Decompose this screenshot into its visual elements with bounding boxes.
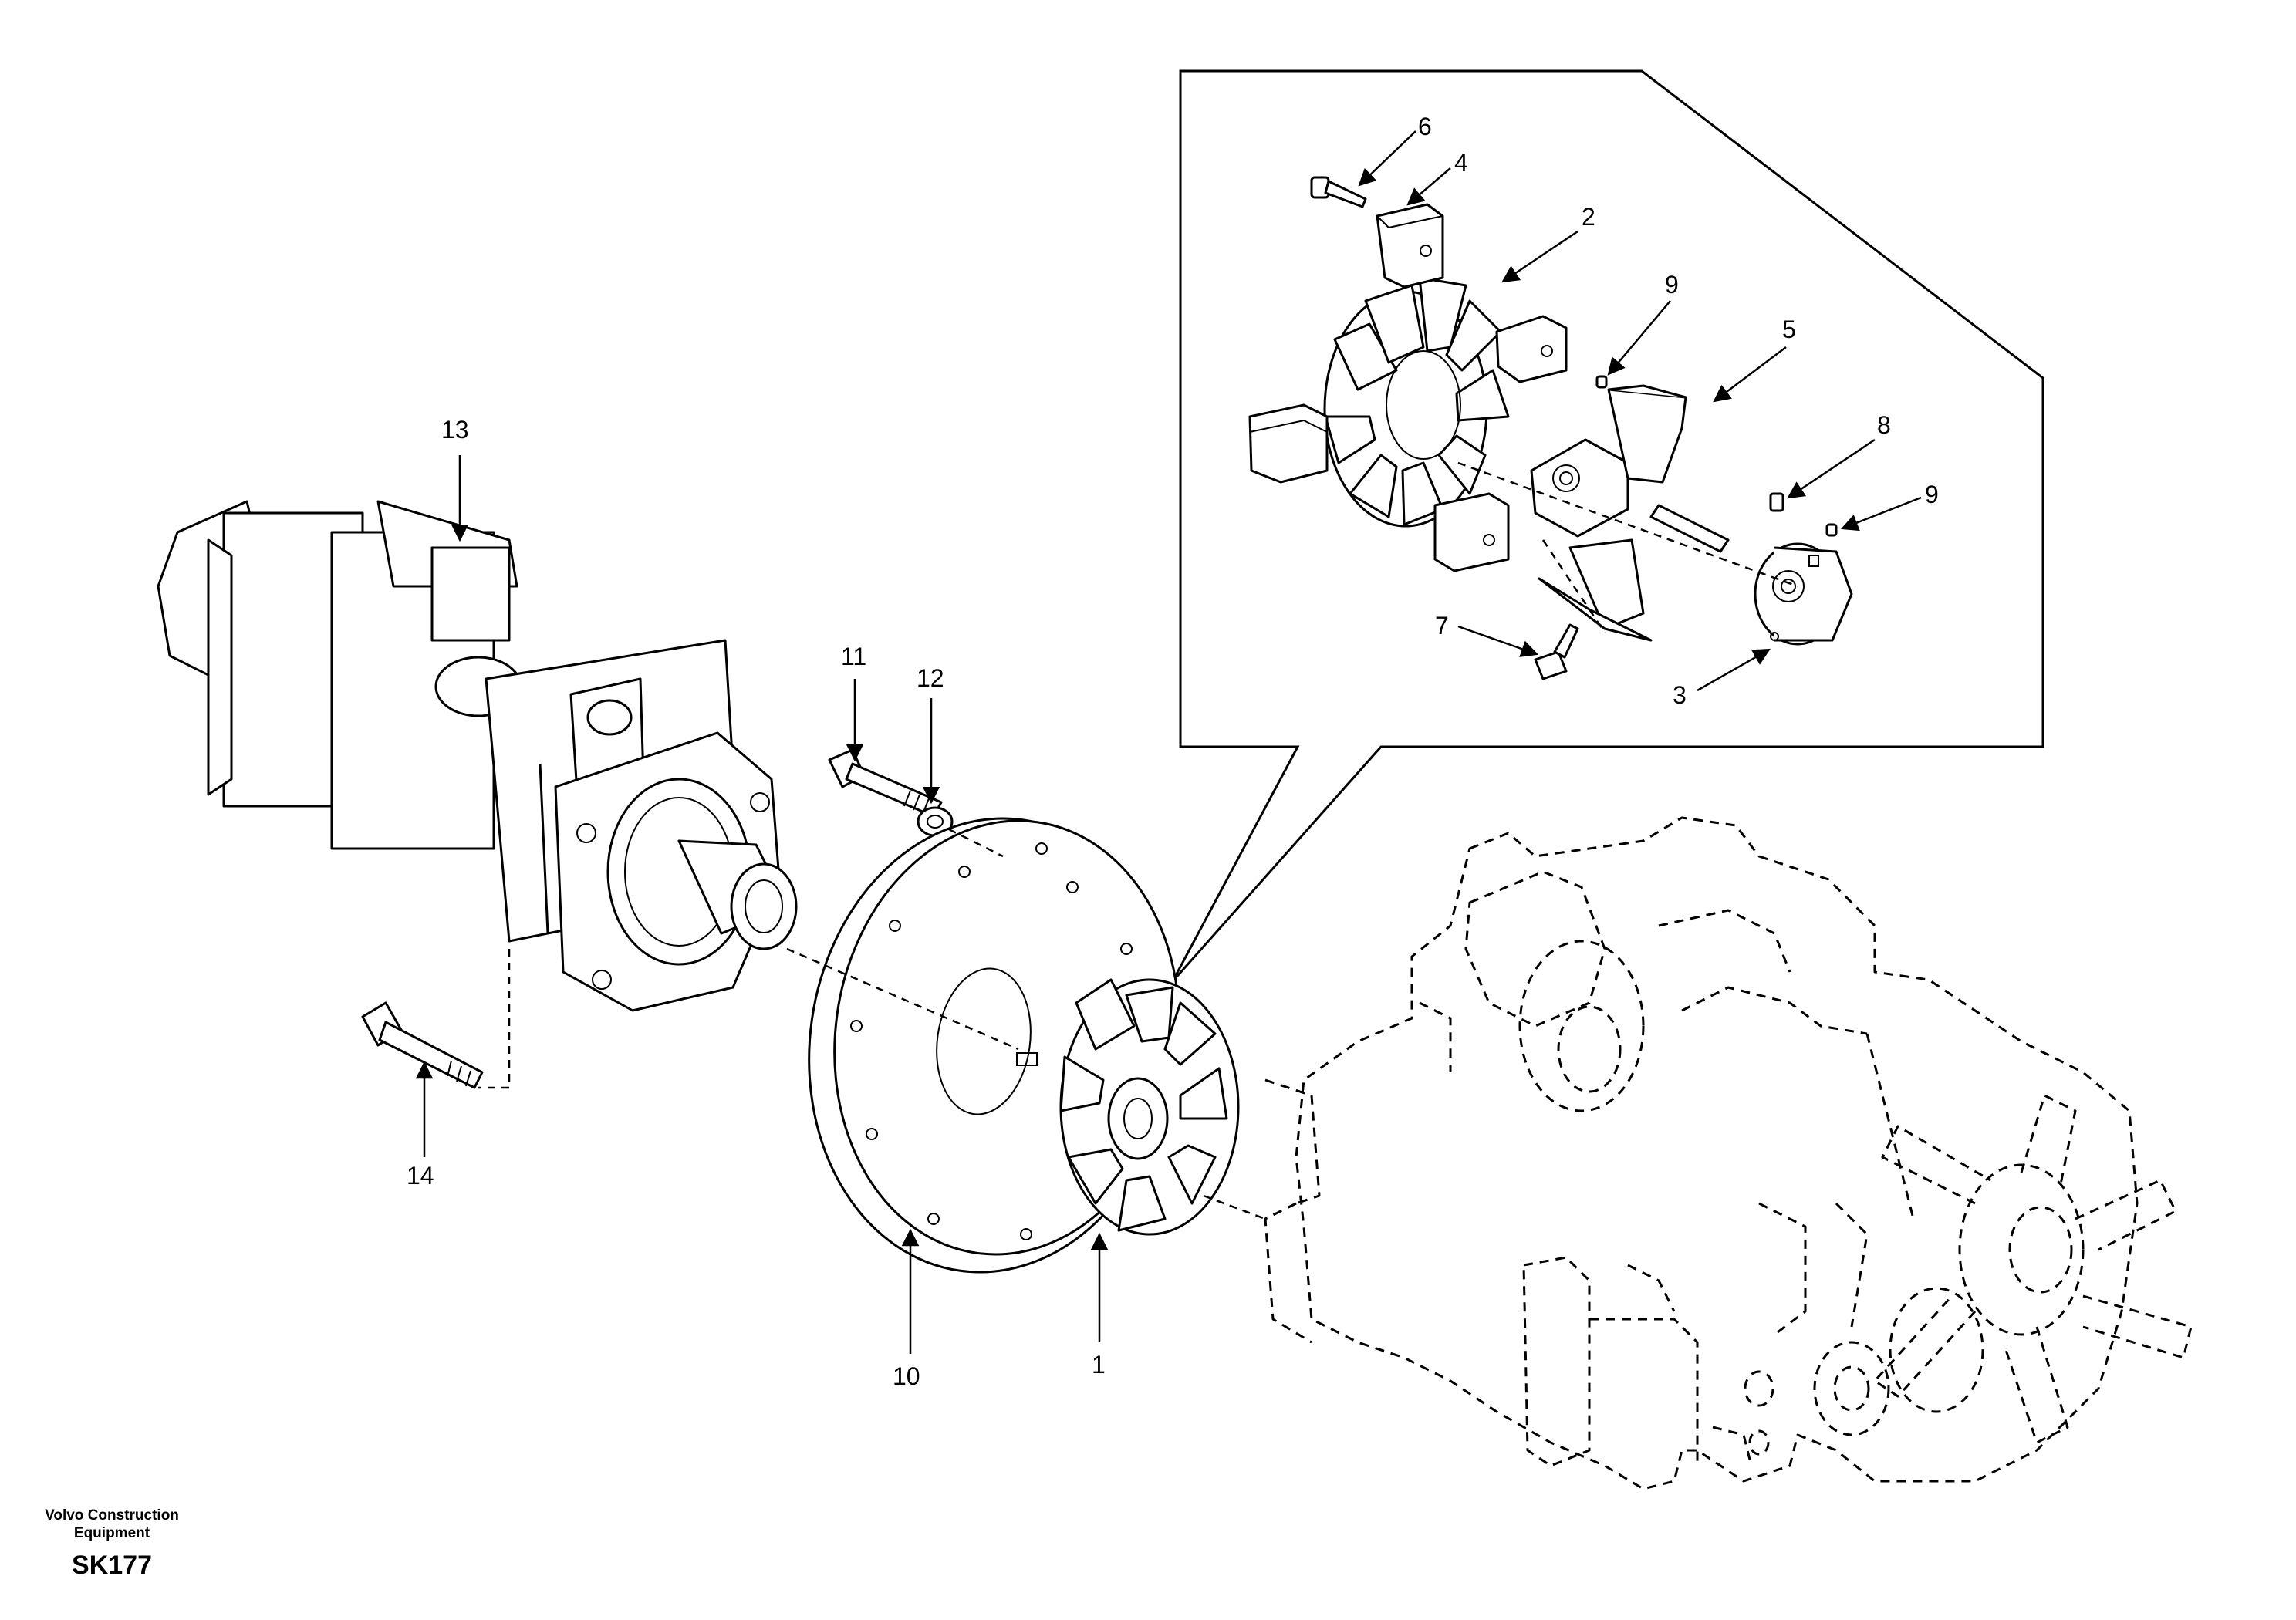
hydraulic-pump-13: [157, 500, 798, 1012]
detail-axis-line-2: [1541, 539, 1606, 633]
bolt-part-7: [1534, 623, 1579, 680]
key-piece: [1649, 504, 1730, 553]
claw-part-bottom: [1433, 492, 1510, 572]
main-axis-line: [786, 947, 1019, 1051]
brand-line-2: Equipment: [74, 1525, 150, 1541]
leader-3: [1697, 648, 1771, 692]
coupling-element-detail: [1323, 276, 1510, 528]
drawing-code: SK177: [72, 1551, 152, 1580]
callout-8: 8: [1877, 411, 1891, 439]
claw-part-left: [1248, 403, 1329, 484]
coupling-part-1: [1016, 978, 1240, 1236]
callout-5: 5: [1782, 316, 1796, 343]
leader-8: [1787, 438, 1876, 499]
hub-part-3: [1754, 542, 1853, 646]
leader-4: [1406, 167, 1451, 206]
callout-12: 12: [917, 664, 944, 692]
callout-14: 14: [407, 1162, 434, 1190]
setscrew-part-8: [1769, 492, 1784, 512]
callout-4: 4: [1454, 149, 1468, 177]
main-axis-line-2: [1203, 1194, 1266, 1220]
callout-13: 13: [441, 416, 469, 444]
cone-part-5: [1607, 384, 1687, 484]
callout-9-right: 9: [1925, 481, 1939, 508]
callout-11: 11: [841, 643, 866, 670]
detail-axis-line: [1457, 461, 1798, 588]
bolt-part-11: [828, 748, 943, 818]
screw-part-9-mid: [1595, 375, 1608, 389]
callout-3: 3: [1673, 681, 1687, 709]
callout-6: 6: [1418, 113, 1432, 140]
cone-part-lower: [1538, 538, 1653, 642]
bolt-11-axis: [948, 828, 1004, 858]
detail-callout-frame: [1171, 69, 2044, 982]
leader-5: [1713, 346, 1787, 403]
callout-2: 2: [1582, 203, 1595, 231]
claw-part-right: [1495, 315, 1568, 383]
brand-line-1: Volvo Construction: [45, 1507, 179, 1524]
bolt-14-guide: [478, 949, 511, 1089]
bolt-part-6: [1310, 176, 1367, 208]
claw-part-4: [1376, 203, 1444, 289]
leader-7: [1457, 625, 1539, 657]
leader-9-right: [1840, 496, 1922, 532]
leader-6: [1358, 130, 1416, 187]
bolt-part-14: [361, 1001, 484, 1089]
callout-1: 1: [1092, 1351, 1106, 1379]
hub-block: [1530, 438, 1629, 538]
leader-2: [1501, 230, 1578, 283]
engine-outline: [1264, 816, 2193, 1490]
screw-part-9-right: [1825, 523, 1838, 537]
callout-7: 7: [1435, 612, 1449, 640]
leader-9-mid: [1607, 300, 1671, 376]
callout-10: 10: [893, 1362, 920, 1390]
callout-9-mid: 9: [1665, 271, 1679, 299]
